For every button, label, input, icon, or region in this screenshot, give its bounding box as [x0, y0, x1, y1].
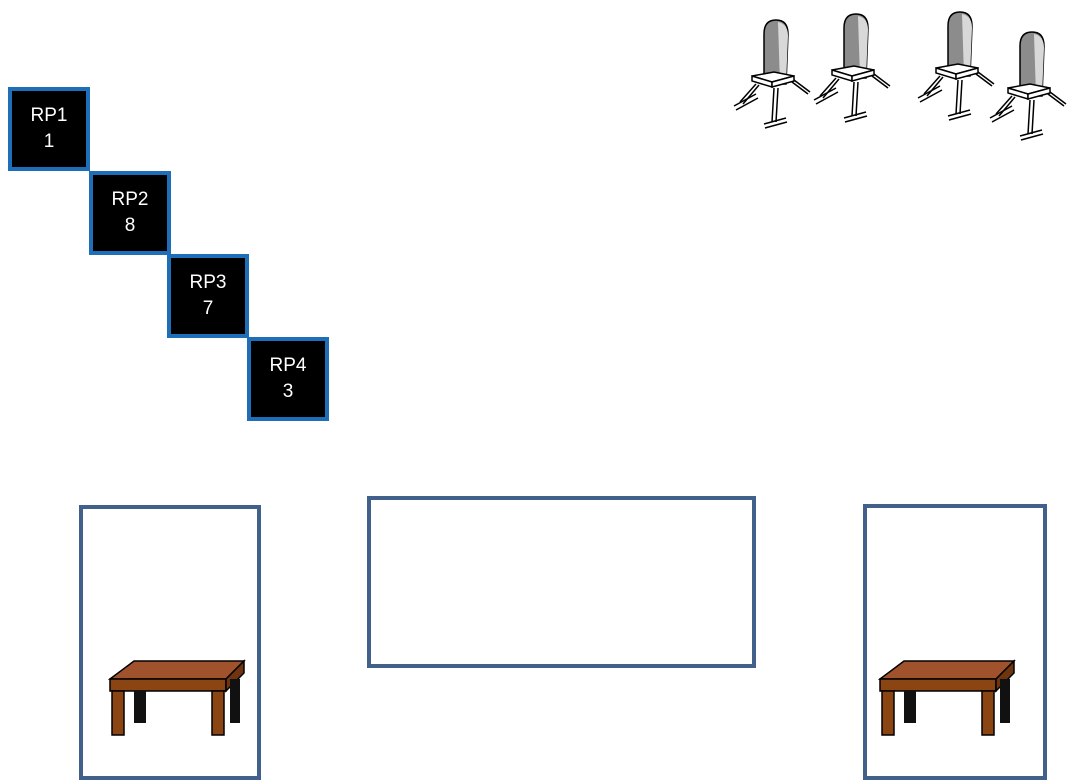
- rp-box-2: RP2 8: [89, 171, 171, 255]
- rp-box-4: RP4 3: [247, 337, 329, 421]
- rp-value: 7: [202, 298, 214, 319]
- rp-label: RP4: [269, 355, 307, 376]
- rp-label: RP2: [111, 189, 149, 210]
- rp-value: 3: [282, 381, 294, 402]
- table-icon: [108, 659, 246, 736]
- table-icon: [878, 659, 1016, 736]
- rp-value: 8: [124, 215, 136, 236]
- rp-box-1: RP1 1: [8, 87, 90, 171]
- rp-value: 1: [43, 131, 55, 152]
- center-board-frame: [367, 496, 756, 668]
- left-room-frame: [79, 505, 261, 780]
- right-room-frame: [863, 504, 1047, 780]
- rp-box-3: RP3 7: [167, 254, 249, 338]
- rp-label: RP3: [189, 272, 227, 293]
- rp-label: RP1: [30, 105, 68, 126]
- chair-group-icon: [733, 11, 1067, 141]
